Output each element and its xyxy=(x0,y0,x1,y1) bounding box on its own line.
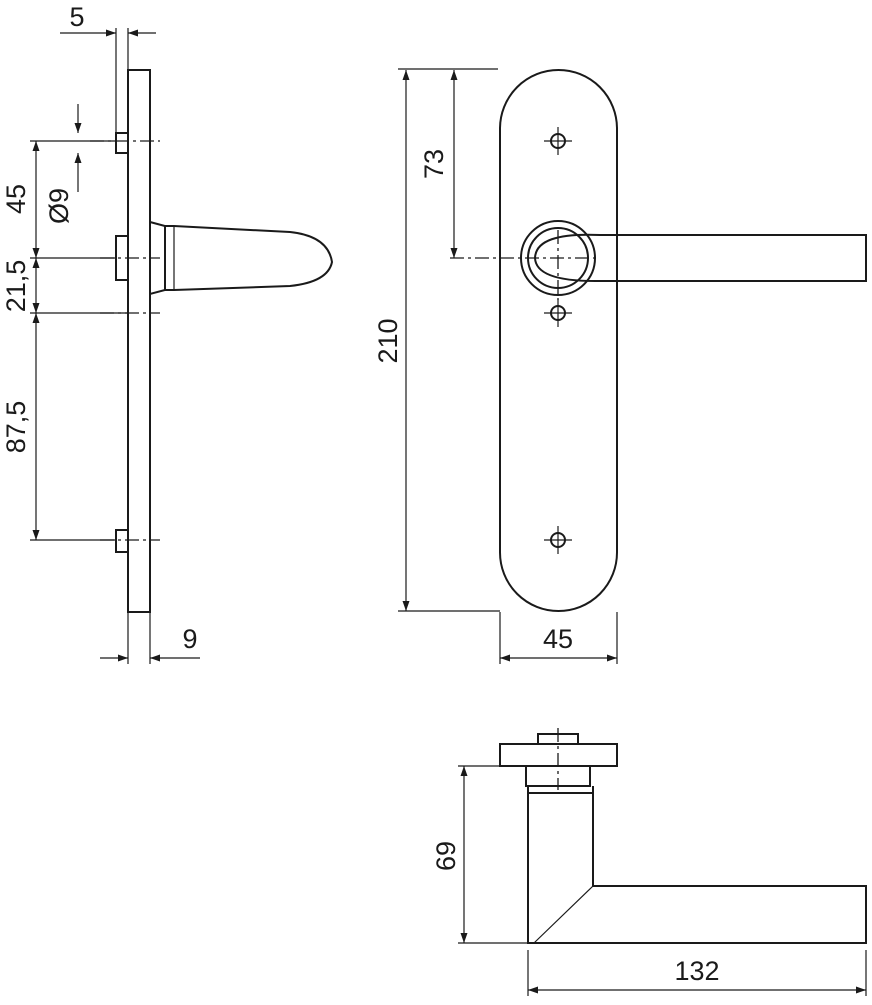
dim-upper-hole-distance: 45 xyxy=(1,184,31,214)
dim-handle-projection: 69 xyxy=(431,841,461,871)
lower-screw-stub xyxy=(115,529,129,553)
side-plate xyxy=(127,69,151,613)
dim-lower-hole-distance: 87,5 xyxy=(1,401,31,454)
front-view: 210 73 45 xyxy=(373,68,867,664)
lower-screw-hole xyxy=(544,526,572,554)
side-view: 5 Ø9 45 21,5 87,5 9 xyxy=(1,2,334,664)
dim-plate-height: 210 xyxy=(373,318,403,363)
upper-screw-stub xyxy=(115,132,129,154)
top-view: 69 132 xyxy=(431,728,867,996)
dim-plate-thickness: 9 xyxy=(182,624,197,654)
dim-plate-width: 45 xyxy=(543,624,573,654)
dim-side-offset: 5 xyxy=(69,2,84,32)
middle-screw-hole xyxy=(544,299,572,327)
front-plate xyxy=(499,69,618,612)
handle-lever-side xyxy=(165,225,334,291)
dim-handle-to-hole: 21,5 xyxy=(1,260,31,313)
dim-spindle-diameter: Ø9 xyxy=(44,188,74,224)
upper-screw-hole xyxy=(544,127,572,155)
dim-handle-length: 132 xyxy=(674,956,719,986)
handle-lever-top xyxy=(527,786,867,944)
dim-handle-height: 73 xyxy=(419,149,449,179)
top-rose xyxy=(525,765,591,787)
